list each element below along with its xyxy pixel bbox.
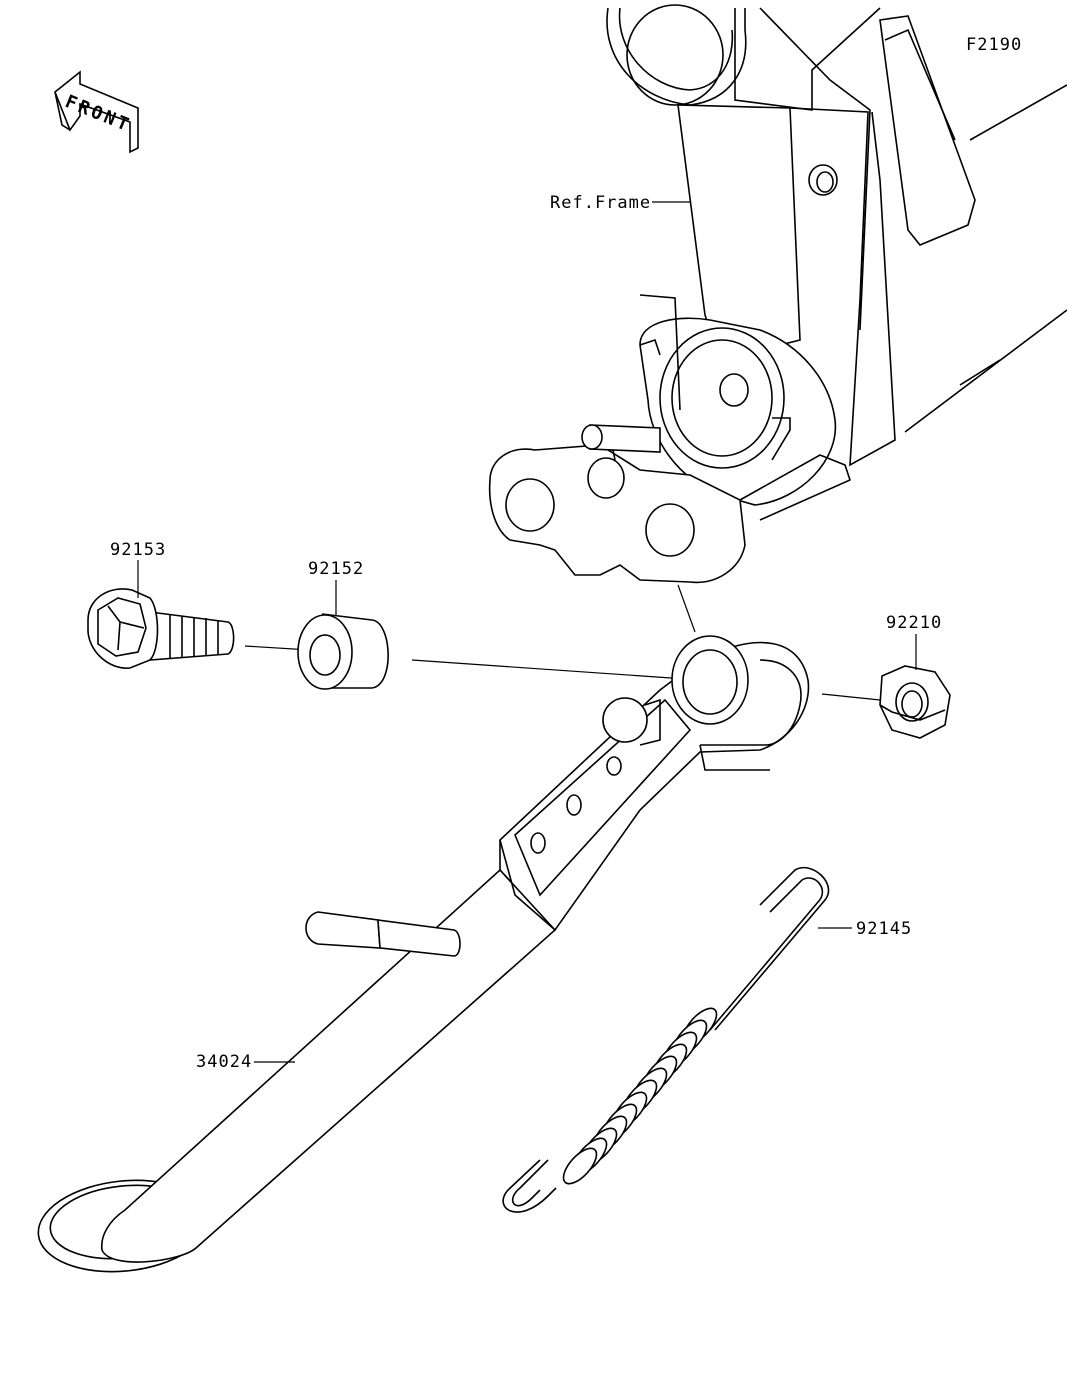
front-arrow-icon: FRONT	[54, 70, 139, 154]
frame	[488, 4, 1067, 584]
figure-code: F2190	[966, 35, 1022, 55]
pivot-alignment-line	[677, 584, 696, 633]
nut-label: 92210	[886, 613, 942, 633]
collar	[297, 613, 389, 690]
bolt-label: 92153	[110, 540, 166, 560]
spring-coils	[562, 1007, 718, 1185]
side-stand	[37, 635, 810, 1273]
nut-axis-line	[821, 693, 881, 701]
flange-bolt	[87, 588, 235, 669]
spring-label: 92145	[856, 919, 912, 939]
spring	[502, 867, 830, 1213]
collar-axis-line	[411, 659, 701, 681]
ref-frame-label: Ref.Frame	[550, 193, 651, 213]
side-stand-label: 34024	[196, 1052, 252, 1072]
collar-label: 92152	[308, 559, 364, 579]
nut	[879, 665, 951, 739]
